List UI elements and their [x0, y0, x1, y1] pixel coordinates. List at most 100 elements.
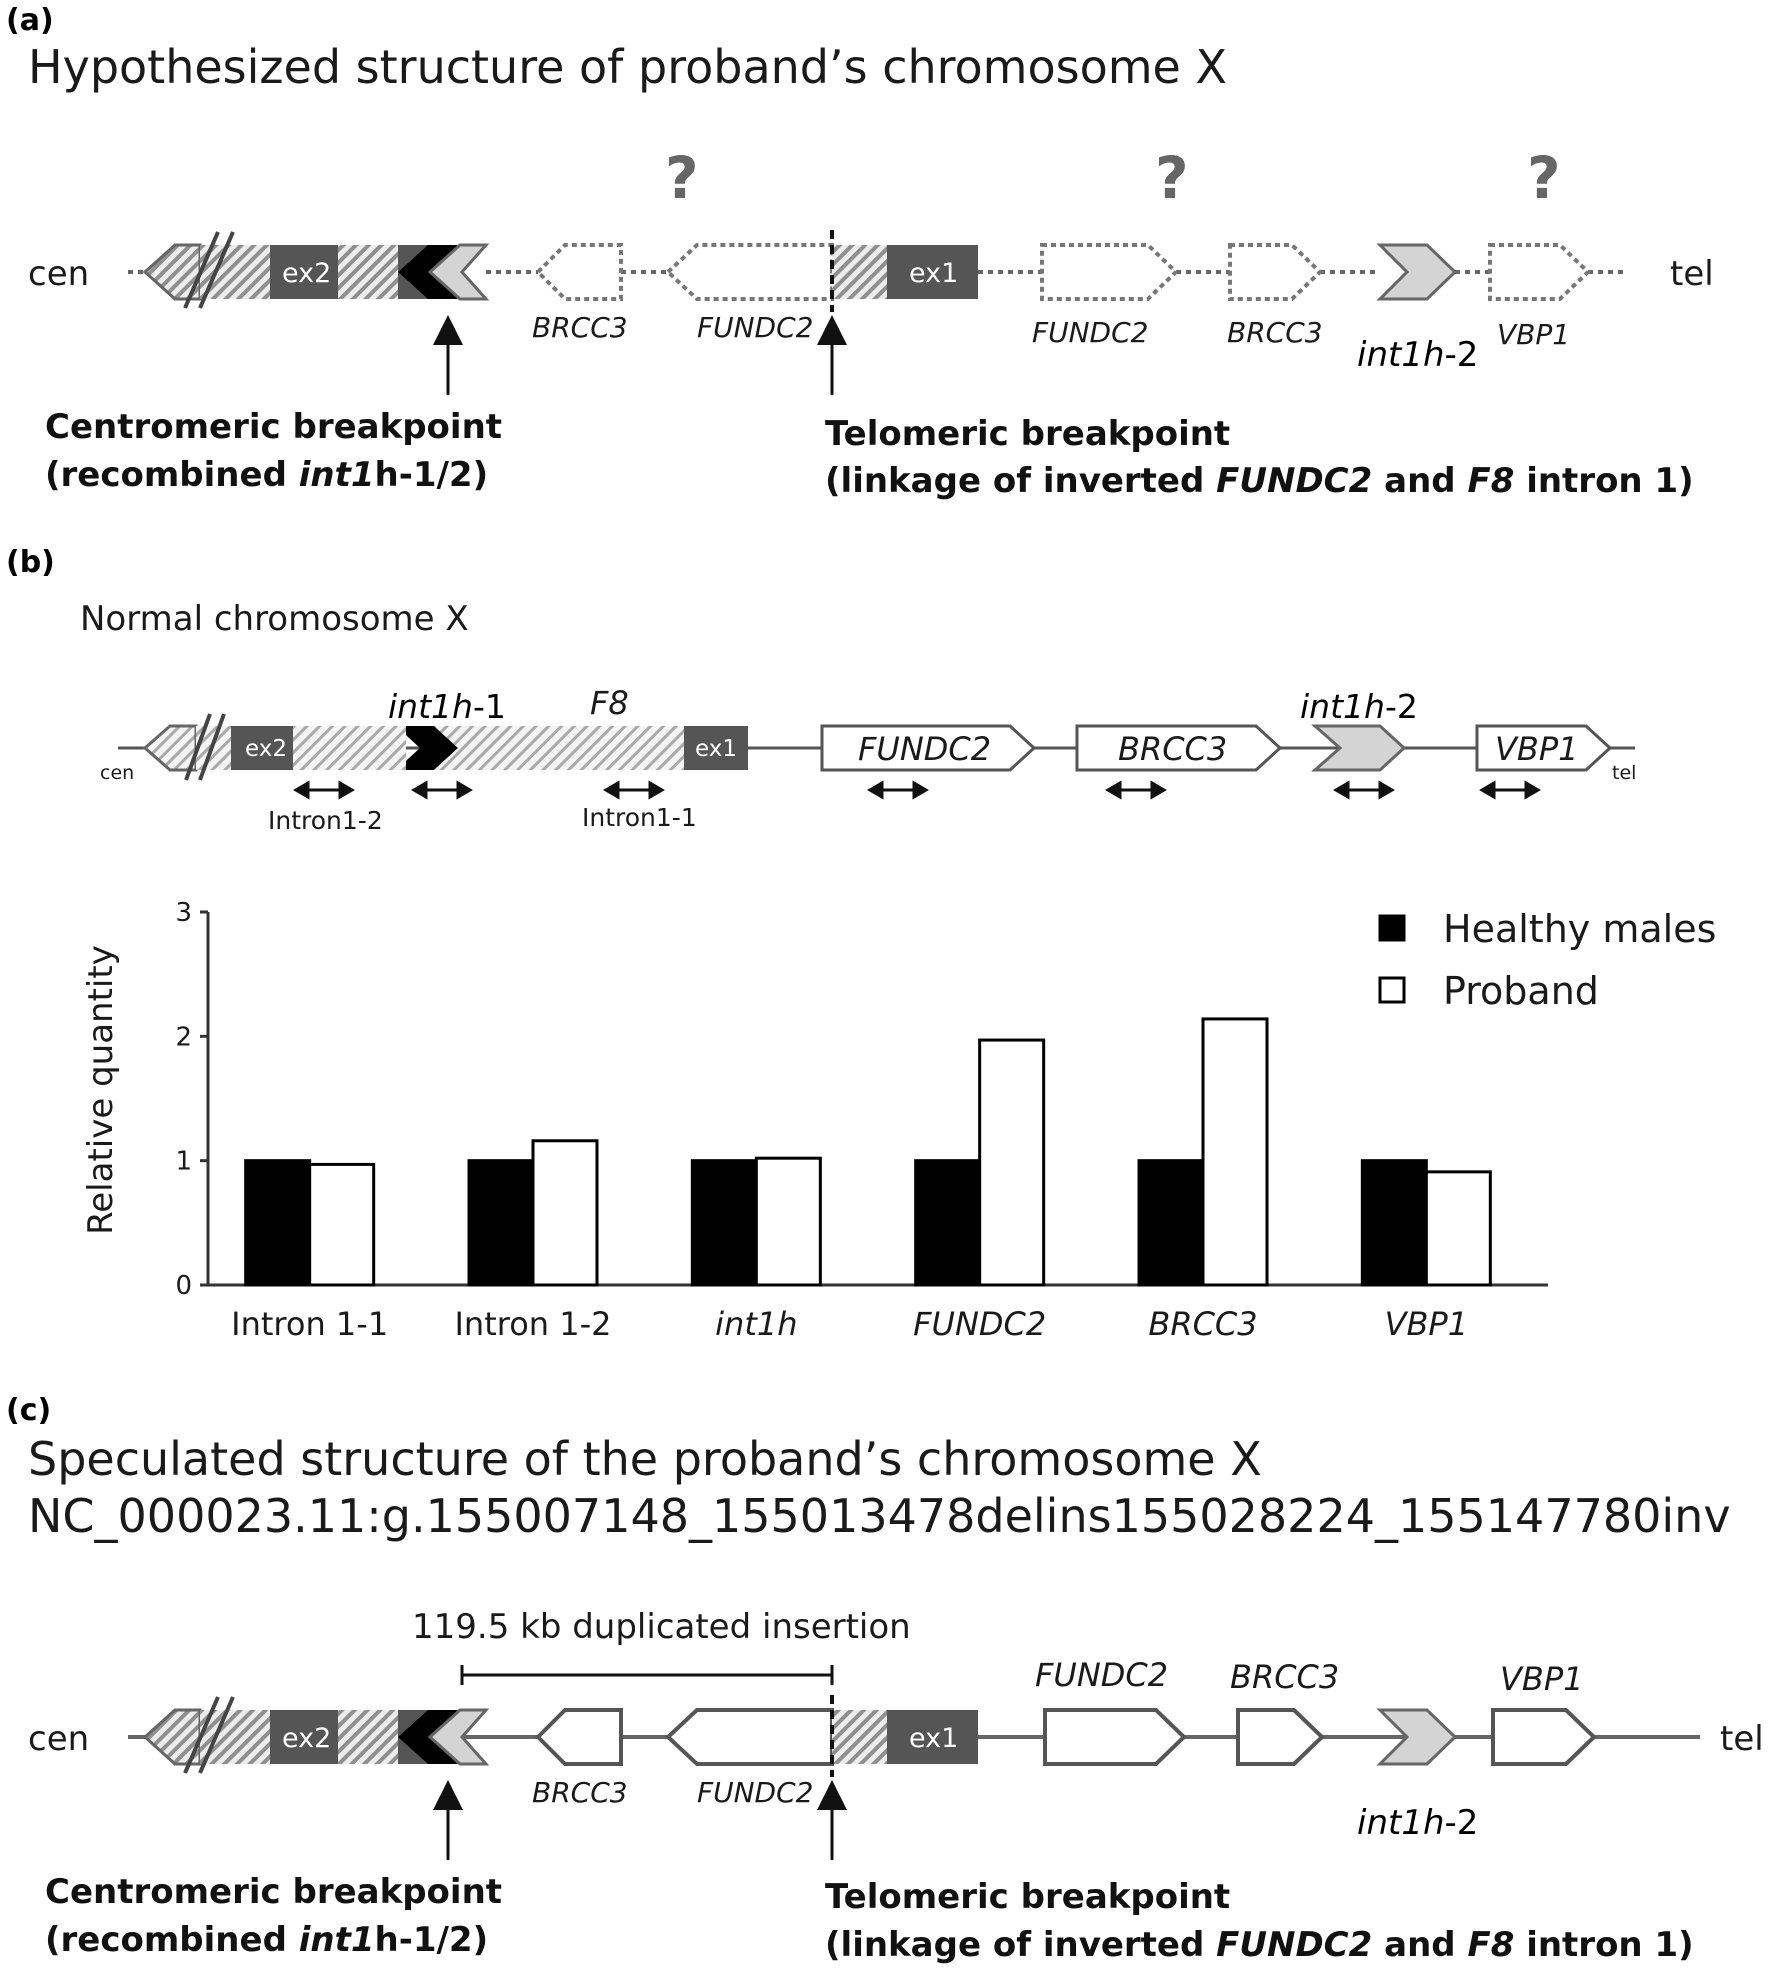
- f8-label: F8: [590, 684, 629, 722]
- normal-fundc2-gene: [820, 724, 1037, 772]
- bar-healthy-males-intron-1-1: [244, 1159, 312, 1287]
- brcc3-inverted-label: BRCC3: [532, 311, 628, 344]
- vbp1-label-c: VBP1: [1500, 1660, 1584, 1698]
- question-mark-1: ?: [665, 144, 699, 212]
- brcc3-dup-label: BRCC3: [1227, 316, 1323, 349]
- int1h2-label-c: int1h-2: [1357, 1803, 1478, 1843]
- telomeric-breakpoint-title-c: Telomeric breakpoint: [825, 1877, 1230, 1917]
- primer-label-intron1-1: Intron1-1: [582, 803, 697, 832]
- panel-b-subtitle: Normal chromosome X: [80, 599, 469, 639]
- vbp1-gene: [1488, 243, 1591, 301]
- bar-healthy-males-int1h: [690, 1159, 758, 1287]
- x-category-label: BRCC3: [1148, 1305, 1257, 1343]
- question-mark-3: ?: [1527, 144, 1561, 212]
- fundc2-inverted-gene-c: [665, 1708, 834, 1766]
- panel-c-title-line2: NC_000023.11:g.155007148_155013478delins…: [28, 1489, 1731, 1543]
- f8-exon1-block-c: [832, 1710, 978, 1764]
- vbp1-label: VBP1: [1497, 318, 1570, 351]
- brcc3-dup-gene: [1228, 243, 1323, 301]
- bar-proband-int1h: [754, 1156, 822, 1287]
- fundc2-inverted-label: FUNDC2: [697, 311, 813, 344]
- centromeric-breakpoint-detail: (recombined int1h-1/2): [45, 455, 488, 495]
- fundc2-inverted-gene: [665, 243, 834, 301]
- bar-proband-brcc3: [1201, 1017, 1269, 1287]
- primer-arrow-fundc2: [867, 780, 929, 800]
- brcc3-gene-c: [1236, 1708, 1325, 1766]
- bar-healthy-males-vbp1: [1360, 1159, 1428, 1287]
- tel-label-c: tel: [1720, 1719, 1764, 1759]
- f8-gene-block-left: [142, 231, 490, 309]
- cen-label: cen: [28, 254, 89, 294]
- fundc2-gene-c: [1043, 1708, 1187, 1766]
- insertion-bracket: [460, 1665, 834, 1685]
- y-tick-label: 3: [175, 898, 192, 928]
- primer-arrow-int1h1: [411, 780, 473, 800]
- fundc2-dup-label: FUNDC2: [1032, 316, 1148, 349]
- bar-healthy-males-brcc3: [1137, 1159, 1205, 1287]
- normal-int1h2-element: [1311, 724, 1407, 772]
- f8-gene-block: [142, 713, 748, 781]
- normal-brcc3-label: BRCC3: [1118, 730, 1227, 768]
- brcc3-inverted-label-c: BRCC3: [532, 1776, 628, 1809]
- tel-small-label: tel: [1612, 762, 1636, 784]
- int1h1-label: int1h-1: [388, 687, 506, 726]
- vbp1-gene-c: [1491, 1708, 1597, 1766]
- panel-c-label: (c): [6, 1393, 51, 1428]
- y-tick-label: 2: [175, 1022, 192, 1052]
- telomeric-breakpoint-title: Telomeric breakpoint: [825, 414, 1230, 454]
- brcc3-inverted-gene-c: [535, 1708, 623, 1766]
- panel-c-title-line1: Speculated structure of the proband’s ch…: [28, 1432, 1262, 1486]
- legend-swatch-healthy-males: [1378, 914, 1406, 942]
- y-axis-title: Relative quantity: [81, 945, 121, 1235]
- tel-label: tel: [1670, 254, 1714, 294]
- exon2-label-c: ex2: [282, 1723, 331, 1754]
- insertion-label: 119.5 kb duplicated insertion: [412, 1607, 911, 1647]
- panel-a-label: (a): [6, 3, 54, 38]
- x-category-label: int1h: [715, 1305, 797, 1343]
- panel-a: (a) Hypothesized structure of proband’s …: [6, 3, 1714, 501]
- normal-int1h2-label: int1h-2: [1300, 687, 1418, 726]
- x-category-label: Intron 1-1: [231, 1305, 388, 1343]
- primer-arrow-int1h2: [1333, 780, 1395, 800]
- cen-small-label: cen: [100, 762, 134, 784]
- chart-bars: [244, 1017, 1492, 1287]
- primer-arrow-vbp1: [1479, 780, 1541, 800]
- normal-brcc3-gene: [1075, 724, 1283, 772]
- x-category-label: FUNDC2: [913, 1305, 1046, 1343]
- int1h2-label: int1h-2: [1357, 335, 1478, 375]
- primer-arrow-intron1-1: [603, 780, 665, 800]
- normal-exon2-label: ex2: [245, 736, 287, 762]
- bar-healthy-males-fundc2: [914, 1159, 982, 1287]
- telomeric-breakpoint-detail-c: (linkage of inverted FUNDC2 and F8 intro…: [825, 1925, 1694, 1965]
- cen-label-c: cen: [28, 1719, 89, 1759]
- telomeric-breakpoint-detail: (linkage of inverted FUNDC2 and F8 intro…: [825, 461, 1694, 501]
- exon1-label: ex1: [909, 258, 958, 289]
- normal-vbp1-gene: [1475, 724, 1613, 772]
- fundc2-inverted-label-c: FUNDC2: [697, 1776, 813, 1809]
- legend-label-healthy-males: Healthy males: [1443, 907, 1716, 951]
- legend-label-proband: Proband: [1443, 969, 1599, 1013]
- normal-vbp1-label: VBP1: [1495, 730, 1579, 768]
- y-tick-label: 0: [175, 1271, 192, 1301]
- primer-label-intron1-2: Intron1-2: [268, 806, 383, 835]
- centromeric-breakpoint-title-c: Centromeric breakpoint: [45, 1872, 502, 1912]
- bar-healthy-males-intron-1-2: [467, 1159, 535, 1287]
- bar-proband-intron-1-1: [308, 1162, 376, 1287]
- primer-arrows: [293, 780, 1541, 800]
- brcc3-label-c: BRCC3: [1230, 1658, 1339, 1696]
- chart-axes: 0 1 2 3: [175, 898, 1548, 1301]
- panel-c: (c) Speculated structure of the proband’…: [6, 1393, 1764, 1965]
- int1h2-element-c: [1376, 1708, 1458, 1766]
- question-mark-2: ?: [1155, 144, 1189, 212]
- exon1-label-c: ex1: [909, 1723, 958, 1754]
- legend-swatch-proband: [1378, 976, 1406, 1004]
- bar-proband-vbp1: [1424, 1170, 1492, 1287]
- centromeric-breakpoint-title: Centromeric breakpoint: [45, 407, 502, 447]
- y-tick-label: 1: [175, 1147, 192, 1177]
- bar-proband-fundc2: [978, 1038, 1046, 1287]
- x-category-label: VBP1: [1385, 1305, 1469, 1343]
